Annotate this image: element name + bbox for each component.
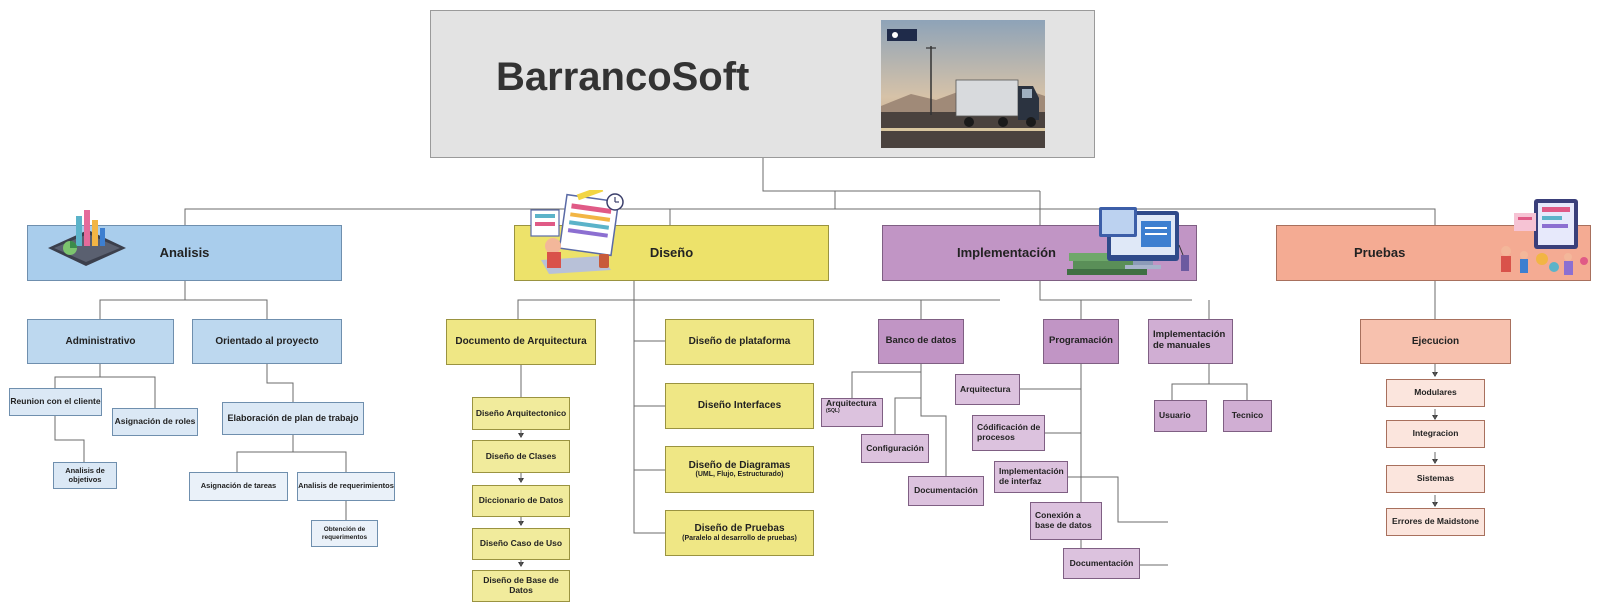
node-codificacion-procesos: Códificación de procesos xyxy=(972,415,1045,451)
node-modulares: Modulares xyxy=(1386,379,1485,407)
page-title: BarrancoSoft xyxy=(496,55,750,99)
node-asignacion-tareas: Asignación de tareas xyxy=(189,472,288,501)
node-analisis-objetivos: Analisis de objetivos xyxy=(53,462,117,489)
node-implementacion-manuales: Implementación de manuales xyxy=(1148,319,1233,364)
node-arquitectura-prog: Arquitectura xyxy=(955,374,1020,405)
node-conexion-base-datos: Conexión a base de datos xyxy=(1030,502,1102,540)
node-programacion: Programación xyxy=(1043,319,1119,364)
node-diseno-clases: Diseño de Clases xyxy=(472,440,570,473)
node-documento-arquitectura: Documento de Arquitectura xyxy=(446,319,596,365)
designer-desk-icon xyxy=(530,190,624,274)
node-documentacion-banco: Documentación xyxy=(908,476,984,506)
node-diseno-pruebas: Diseño de Pruebas (Paralelo al desarroll… xyxy=(665,510,814,556)
node-reunion-cliente: Reunion con el cliente xyxy=(9,388,102,416)
node-analisis-requerimientos: Analisis de requerimientos xyxy=(297,472,395,501)
node-diseno-base-datos: Diseño de Base de Datos xyxy=(472,570,570,602)
node-diseno-interfaces: Diseño Interfaces xyxy=(665,383,814,429)
truck-photo-icon xyxy=(881,20,1045,148)
node-errores-maidstone: Errores de Maidstone xyxy=(1386,508,1485,536)
node-diseno-diagramas: Diseño de Diagramas (UML, Flujo, Estruct… xyxy=(665,446,814,493)
testing-team-icon xyxy=(1501,199,1588,275)
node-sistemas: Sistemas xyxy=(1386,465,1485,493)
node-tecnico: Tecnico xyxy=(1223,400,1272,432)
node-elaboracion-plan: Elaboración de plan de trabajo xyxy=(222,402,364,435)
node-asignacion-roles: Asignación de roles xyxy=(112,408,198,436)
node-administrativo: Administrativo xyxy=(27,319,174,364)
node-diseno-caso-uso: Diseño Caso de Uso xyxy=(472,528,570,560)
node-documentacion-prog: Documentación xyxy=(1063,548,1140,579)
node-ejecucion: Ejecucion xyxy=(1360,319,1511,364)
node-usuario: Usuario xyxy=(1154,400,1207,432)
node-configuracion: Configuración xyxy=(861,434,929,463)
node-diseno-plataforma: Diseño de plataforma xyxy=(665,319,814,365)
node-diccionario-datos: Diccionario de Datos xyxy=(472,485,570,517)
computer-books-icon xyxy=(1067,207,1189,275)
node-arquitectura-banco: Arquitectura (SQL) xyxy=(821,398,883,427)
node-diseno-arquitectonico: Diseño Arquitectonico xyxy=(472,397,570,430)
node-orientado-proyecto: Orientado al proyecto xyxy=(192,319,342,364)
node-implementacion-interfaz: Implementación de interfaz xyxy=(994,461,1068,493)
title-panel: BarrancoSoft xyxy=(430,10,1095,158)
node-banco-datos: Banco de datos xyxy=(878,319,964,364)
node-obtencion-requerimientos: Obtención de requerimentos xyxy=(311,520,378,547)
node-integracion: Integracion xyxy=(1386,420,1485,448)
tablet-analytics-icon xyxy=(48,210,126,266)
